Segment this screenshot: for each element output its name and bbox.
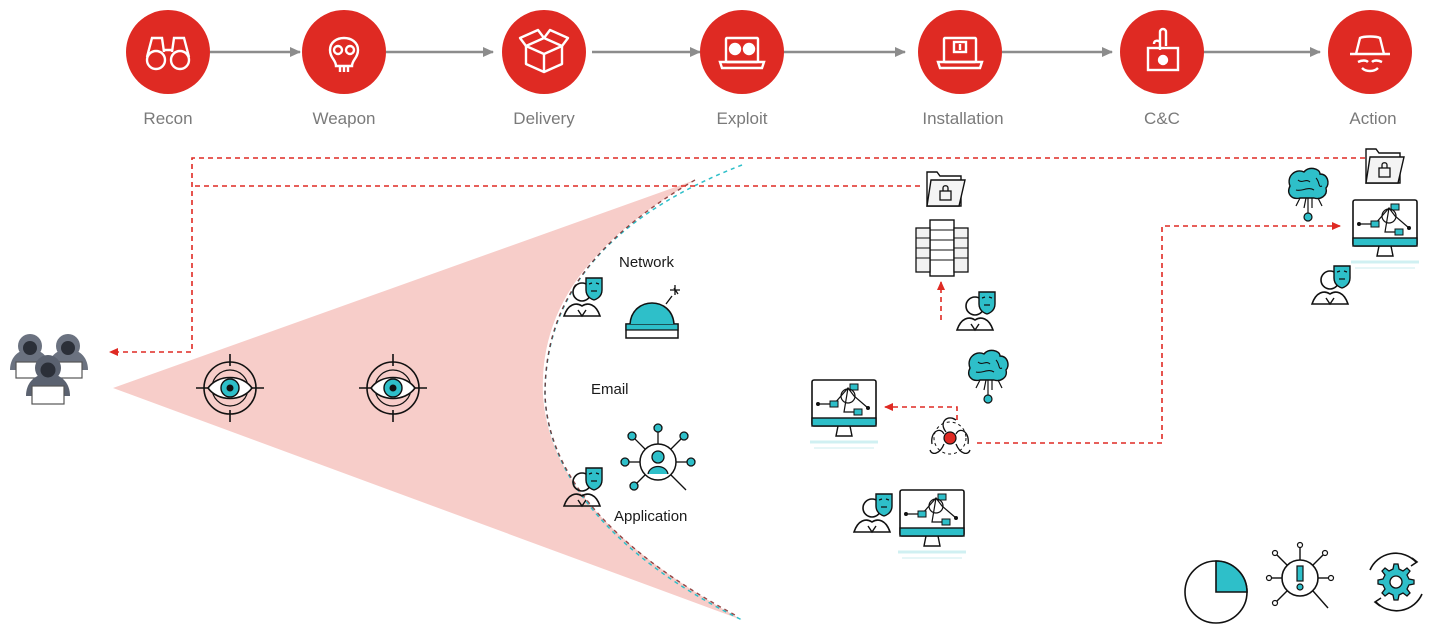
stage-delivery: Delivery: [502, 10, 586, 128]
compromised-monitor-icon: [808, 378, 880, 450]
gear-cycle-icon: [1369, 552, 1423, 612]
network-bomb-icon: [625, 285, 680, 339]
application-label: Application: [614, 508, 687, 525]
stage-label-installation: Installation: [922, 109, 1003, 128]
compromised-monitor-icon: [1349, 198, 1421, 270]
stage-installation: Installation: [918, 10, 1004, 128]
stage-exploit: Exploit: [700, 10, 784, 128]
locked-folder-icon: [926, 171, 966, 207]
stage-label-action: Action: [1349, 109, 1396, 128]
hand-laptop-icon: [1146, 27, 1180, 72]
network-label: Network: [619, 254, 675, 271]
attack-cone: [113, 180, 742, 620]
masked-user-icon: [1311, 265, 1351, 305]
laptop-skulls-icon: [718, 36, 766, 70]
stage-label-exploit: Exploit: [716, 109, 767, 128]
biohazard-hub-icon: [929, 417, 971, 455]
alert-network-icon: [1265, 541, 1335, 609]
package-box-icon: [518, 28, 570, 74]
compromised-monitor-icon: [896, 488, 968, 560]
spy-hat-icon: [1350, 35, 1390, 73]
stage-label-recon: Recon: [143, 109, 192, 128]
binoculars-icon: [145, 36, 191, 71]
stage-weapon: Weapon: [302, 10, 386, 128]
stage-label-delivery: Delivery: [513, 109, 575, 128]
skull-icon: [328, 36, 360, 72]
stage-cc: C&C: [1120, 10, 1204, 128]
stage-label-weapon: Weapon: [312, 109, 375, 128]
brain-network-icon: [1288, 167, 1329, 222]
laptop-alert-icon: [936, 36, 984, 70]
email-label: Email: [591, 381, 629, 398]
stage-recon: Recon: [126, 10, 210, 128]
server-rack-icon: [915, 219, 969, 277]
hacker-group-icon: [10, 334, 88, 405]
application-network-icon: [620, 423, 696, 491]
stage-label-cc: C&C: [1144, 109, 1180, 128]
pie-chart-icon: [1184, 560, 1248, 624]
stage-action: Action: [1328, 10, 1412, 128]
masked-user-icon: [853, 493, 893, 533]
masked-user-icon: [956, 291, 996, 331]
locked-folder-icon: [1365, 148, 1405, 184]
exfiltration-paths: [109, 157, 1365, 444]
brain-network-icon: [968, 349, 1009, 404]
